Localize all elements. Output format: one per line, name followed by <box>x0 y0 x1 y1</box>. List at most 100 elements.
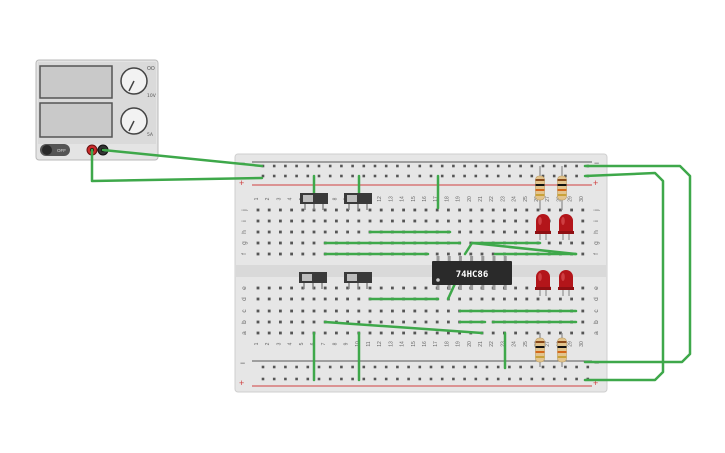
terminal-hole[interactable] <box>256 286 260 290</box>
terminal-hole[interactable] <box>346 320 349 324</box>
bottom-minus-rail-hole[interactable] <box>407 365 410 369</box>
top-plus-rail-hole[interactable] <box>485 174 489 178</box>
top-plus-rail-hole[interactable] <box>418 174 422 178</box>
bottom-minus-rail-hole[interactable] <box>328 365 332 369</box>
top-minus-rail-hole[interactable] <box>418 164 422 168</box>
bottom-plus-rail-hole[interactable] <box>452 377 455 381</box>
bottom-plus-rail-hole[interactable] <box>418 377 422 381</box>
bottom-plus-rail-hole[interactable] <box>541 377 545 381</box>
terminal-hole[interactable] <box>391 320 394 324</box>
terminal-hole[interactable] <box>547 208 551 212</box>
top-plus-rail-hole[interactable] <box>396 174 399 178</box>
leds[interactable] <box>535 214 574 296</box>
terminal-hole[interactable] <box>402 309 405 313</box>
terminal-hole[interactable] <box>346 208 349 212</box>
bottom-plus-rail-hole[interactable] <box>317 377 321 381</box>
slide-switch-2[interactable] <box>344 193 372 210</box>
terminal-hole[interactable] <box>491 230 495 234</box>
terminal-hole[interactable] <box>469 219 473 223</box>
bottom-minus-rail-hole[interactable] <box>396 365 399 369</box>
terminal-hole[interactable] <box>335 219 338 223</box>
slide-switch-3[interactable] <box>299 272 327 289</box>
bottom-plus-rail-hole[interactable] <box>474 377 478 381</box>
terminal-hole[interactable] <box>514 286 517 290</box>
top-minus-rail-hole[interactable] <box>564 164 567 168</box>
terminal-hole[interactable] <box>267 241 271 245</box>
terminal-hole[interactable] <box>514 297 517 301</box>
terminal-hole[interactable] <box>491 331 495 335</box>
bottom-plus-rail-hole[interactable] <box>351 377 354 381</box>
terminal-hole[interactable] <box>379 331 383 335</box>
terminal-hole[interactable] <box>469 208 473 212</box>
top-plus-rail-hole[interactable] <box>508 174 511 178</box>
terminal-hole[interactable] <box>525 286 529 290</box>
terminal-hole[interactable] <box>323 331 327 335</box>
bottom-minus-rail-hole[interactable] <box>541 365 545 369</box>
ic-chip-74hc86[interactable]: 74HC86 <box>432 256 512 290</box>
resistor[interactable] <box>535 333 545 367</box>
terminal-hole[interactable] <box>424 331 428 335</box>
bottom-plus-rail-hole[interactable] <box>552 377 556 381</box>
wire-supply-positive[interactable] <box>90 148 264 183</box>
top-plus-rail-hole[interactable] <box>340 174 343 178</box>
top-minus-rail-hole[interactable] <box>575 164 578 168</box>
terminal-hole[interactable] <box>335 230 338 234</box>
top-minus-rail-hole[interactable] <box>306 164 310 168</box>
terminal-hole[interactable] <box>469 297 473 301</box>
terminal-hole[interactable] <box>368 320 372 324</box>
terminal-hole[interactable] <box>346 286 349 290</box>
terminal-hole[interactable] <box>559 331 562 335</box>
terminal-hole[interactable] <box>379 219 383 223</box>
terminal-hole[interactable] <box>424 286 428 290</box>
bottom-plus-rail-hole[interactable] <box>396 377 399 381</box>
top-plus-rail-hole[interactable] <box>384 174 388 178</box>
bottom-plus-rail-hole[interactable] <box>272 377 276 381</box>
top-plus-rail-hole[interactable] <box>541 174 545 178</box>
terminal-hole[interactable] <box>503 230 506 234</box>
terminal-hole[interactable] <box>346 331 349 335</box>
terminal-hole[interactable] <box>312 230 316 234</box>
terminal-hole[interactable] <box>491 297 495 301</box>
terminal-hole[interactable] <box>290 297 293 301</box>
bottom-minus-rail-hole[interactable] <box>485 365 489 369</box>
terminal-hole[interactable] <box>290 309 293 313</box>
terminal-hole[interactable] <box>424 208 428 212</box>
terminal-hole[interactable] <box>559 297 562 301</box>
bottom-minus-rail-hole[interactable] <box>373 365 377 369</box>
terminal-hole[interactable] <box>447 208 450 212</box>
terminal-hole[interactable] <box>536 331 540 335</box>
breadboard[interactable]: − + − + − + − + 112233445566778899101011… <box>234 153 608 393</box>
terminal-hole[interactable] <box>469 230 473 234</box>
resistor[interactable] <box>535 166 545 210</box>
top-minus-rail-hole[interactable] <box>373 164 377 168</box>
terminal-hole[interactable] <box>469 252 473 256</box>
top-minus-rail-hole[interactable] <box>474 164 478 168</box>
slide-switch-4[interactable] <box>344 272 372 289</box>
terminal-hole[interactable] <box>447 320 450 324</box>
terminal-hole[interactable] <box>346 230 349 234</box>
top-plus-rail-hole[interactable] <box>552 174 556 178</box>
terminal-hole[interactable] <box>447 219 450 223</box>
terminal-hole[interactable] <box>335 331 338 335</box>
terminal-hole[interactable] <box>413 219 417 223</box>
terminal-hole[interactable] <box>368 331 372 335</box>
top-minus-rail-hole[interactable] <box>485 164 489 168</box>
terminal-hole[interactable] <box>256 331 260 335</box>
terminal-hole[interactable] <box>391 331 394 335</box>
bottom-minus-rail-hole[interactable] <box>306 365 310 369</box>
top-plus-rail-hole[interactable] <box>272 174 276 178</box>
terminal-hole[interactable] <box>402 286 405 290</box>
terminal-hole[interactable] <box>301 230 305 234</box>
terminal-hole[interactable] <box>391 309 394 313</box>
terminal-hole[interactable] <box>424 309 428 313</box>
terminal-hole[interactable] <box>368 219 372 223</box>
terminal-hole[interactable] <box>290 230 293 234</box>
bottom-plus-rail-hole[interactable] <box>306 377 310 381</box>
top-minus-rail-hole[interactable] <box>396 164 399 168</box>
terminal-hole[interactable] <box>435 208 439 212</box>
top-plus-rail-hole[interactable] <box>306 174 310 178</box>
terminal-hole[interactable] <box>301 309 305 313</box>
bottom-plus-rail-hole[interactable] <box>340 377 343 381</box>
terminal-hole[interactable] <box>559 208 562 212</box>
terminal-hole[interactable] <box>256 252 260 256</box>
